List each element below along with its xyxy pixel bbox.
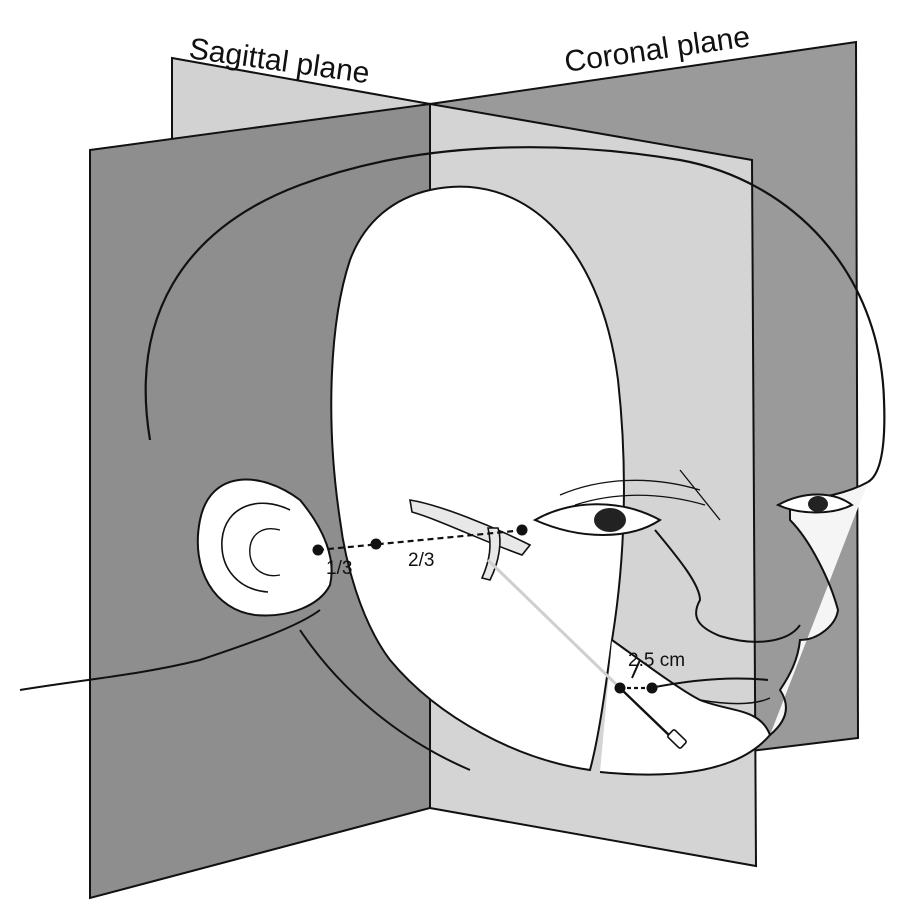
iris-right <box>808 496 828 512</box>
iris <box>594 508 626 532</box>
landmark-dot-icon <box>371 539 382 550</box>
distance-label: 2.5 cm <box>628 650 685 671</box>
landmark-dot-icon <box>313 545 324 556</box>
landmark-dot-icon <box>517 525 528 536</box>
ratio-two-thirds-label: 2/3 <box>408 550 434 571</box>
ratio-one-third-label: 1/3 <box>326 558 352 579</box>
landmark-dot-icon <box>647 683 658 694</box>
